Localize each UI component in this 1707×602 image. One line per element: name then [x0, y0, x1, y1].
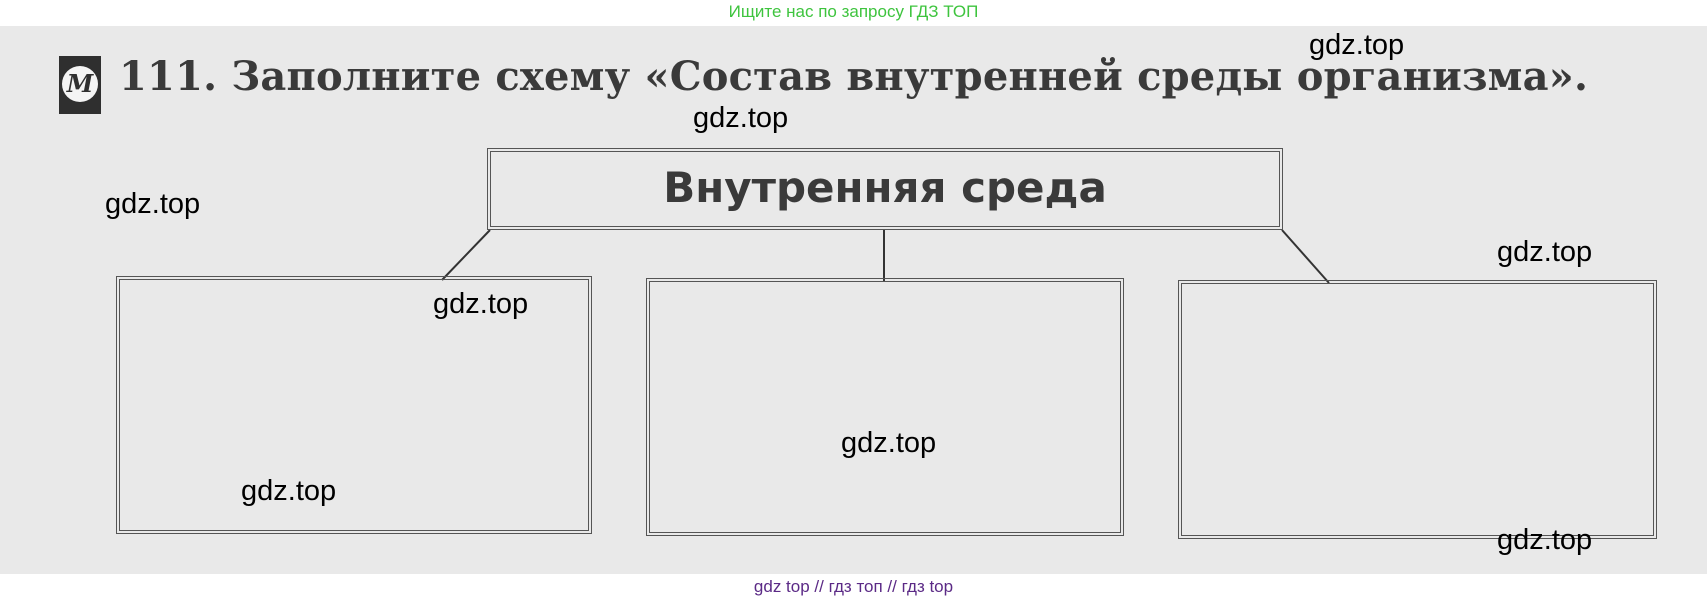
- m-badge-icon: М: [59, 56, 101, 114]
- footer-links: gdz top // гдз топ // гдз top: [753, 577, 954, 596]
- task-title: 111. Заполните схему «Состав внутренней …: [119, 53, 1589, 100]
- connector-right: [1281, 229, 1330, 284]
- watermark: gdz.top: [1309, 29, 1405, 61]
- root-box: Внутренняя среда: [487, 148, 1283, 230]
- connector-left: [441, 229, 491, 281]
- diagram-connectors: [441, 229, 1330, 284]
- watermark: gdz.top: [693, 102, 789, 134]
- watermark: gdz.top: [1497, 524, 1593, 556]
- textbook-scan: М 111. Заполните схему «Состав внутренне…: [0, 26, 1707, 574]
- watermark: gdz.top: [241, 475, 337, 507]
- top-banner: Ищите нас по запросу ГДЗ ТОП: [728, 2, 979, 21]
- watermark: gdz.top: [1497, 236, 1593, 268]
- child-box-1[interactable]: [116, 276, 592, 534]
- m-circle-icon: М: [62, 66, 98, 102]
- watermark: gdz.top: [105, 188, 201, 220]
- watermark: gdz.top: [433, 288, 529, 320]
- root-label: Внутренняя среда: [663, 163, 1107, 212]
- child-box-2[interactable]: [646, 278, 1124, 536]
- watermark: gdz.top: [841, 427, 937, 459]
- child-box-3[interactable]: [1178, 280, 1657, 539]
